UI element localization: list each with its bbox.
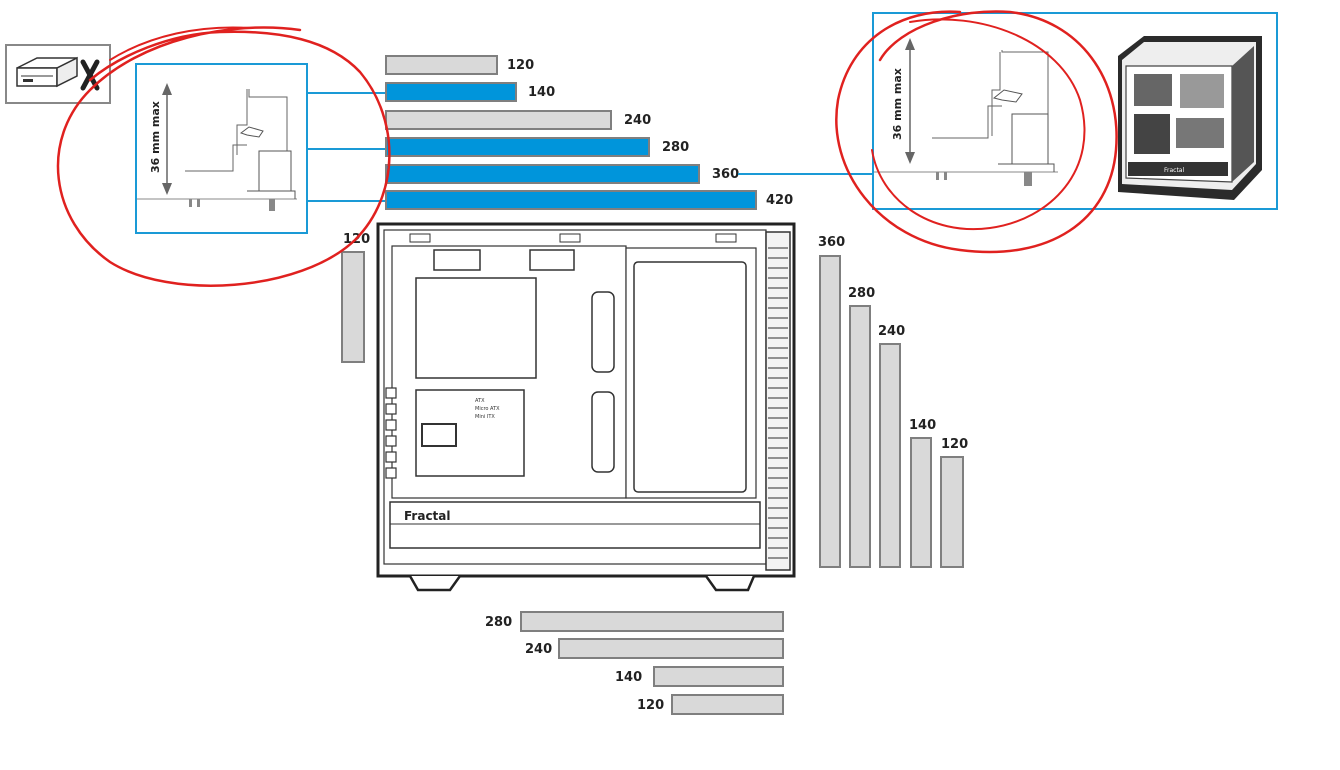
front-bar-label: 240 <box>878 324 906 339</box>
svg-text:Micro ATX: Micro ATX <box>475 406 500 412</box>
optical-drive-icon <box>16 56 100 91</box>
right-clearance-detail: Fractal 36 mm max <box>872 12 1278 210</box>
left-clearance-detail: 36 mm max <box>135 63 308 234</box>
top-bar-label: 280 <box>662 140 690 155</box>
top-bar-240 <box>385 110 612 130</box>
front-bar-140 <box>910 437 932 568</box>
drive-bay-box <box>5 44 111 104</box>
top-bar-280 <box>385 137 650 157</box>
bottom-bar-240 <box>558 638 784 659</box>
top-bar-label: 360 <box>712 167 740 182</box>
top-bar-420 <box>385 190 757 210</box>
right-clearance-label: 36 mm max <box>891 68 904 140</box>
front-bar-label: 120 <box>941 437 969 452</box>
top-bar-label: 240 <box>624 113 652 128</box>
svg-text:Mini ITX: Mini ITX <box>475 414 495 420</box>
bottom-bar-label: 120 <box>637 698 665 713</box>
cross-icon <box>80 59 100 91</box>
top-bar-label: 140 <box>528 85 556 100</box>
rear-bar-label: 120 <box>343 232 371 247</box>
top-bar-140 <box>385 82 517 102</box>
bottom-bar-label: 280 <box>485 615 513 630</box>
top-bar-label: 120 <box>507 58 535 73</box>
svg-text:Fractal: Fractal <box>1164 167 1184 174</box>
front-bar-280 <box>849 305 871 568</box>
top-bar-360 <box>385 164 700 184</box>
front-bar-120 <box>940 456 964 568</box>
right-connector-line <box>738 173 874 175</box>
bottom-bar-280 <box>520 611 784 632</box>
svg-text:ATX: ATX <box>475 398 485 404</box>
case-side-view: Fractal ATX Micro ATX Mini ITX <box>376 222 796 592</box>
bottom-bar-label: 140 <box>615 670 643 685</box>
top-bar-120 <box>385 55 498 75</box>
top-bar-label: 420 <box>766 193 794 208</box>
front-bar-360 <box>819 255 841 568</box>
bottom-bar-120 <box>671 694 784 715</box>
radiator-clearance-drawing <box>137 83 297 211</box>
front-mesh <box>768 247 788 559</box>
left-clearance-label: 36 mm max <box>149 101 162 173</box>
front-bar-label: 360 <box>818 235 846 250</box>
bottom-bar-140 <box>653 666 784 687</box>
rear-bar-120 <box>341 251 365 363</box>
front-bar-240 <box>879 343 901 568</box>
front-bar-label: 140 <box>909 418 937 433</box>
right-clearance-drawing: Fractal <box>874 36 1262 200</box>
case-photo: Fractal <box>1118 36 1262 200</box>
bottom-bar-label: 240 <box>525 642 553 657</box>
front-bar-label: 280 <box>848 286 876 301</box>
brand-logo: Fractal <box>404 509 451 523</box>
